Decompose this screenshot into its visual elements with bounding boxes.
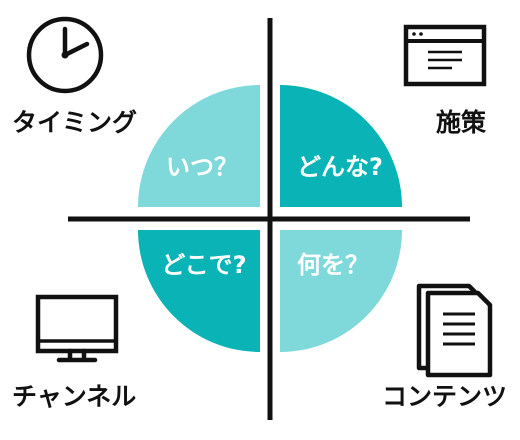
documents-icon [416, 283, 493, 378]
label-content: コンテンツ [382, 382, 508, 411]
monitor-icon [35, 294, 119, 363]
quadrant-bottom-left-text: どこで? [161, 251, 246, 279]
browser-window-icon [403, 24, 487, 87]
quadrant-top-left [138, 85, 260, 207]
quadrant-top-left-text: いつ？ [166, 153, 238, 181]
quadrant-top-right-text: どんな? [297, 153, 383, 181]
quadrant-bottom-right-text: 何を？ [297, 251, 369, 279]
label-timing: タイミング [12, 108, 138, 137]
quadrant-top-right [280, 85, 402, 207]
quadrant-bottom-right [280, 230, 402, 352]
clock-icon [26, 16, 104, 94]
label-measure: 施策 [436, 108, 487, 137]
quadrant-bottom-left [138, 230, 260, 352]
label-channel: チャンネル [12, 382, 137, 411]
